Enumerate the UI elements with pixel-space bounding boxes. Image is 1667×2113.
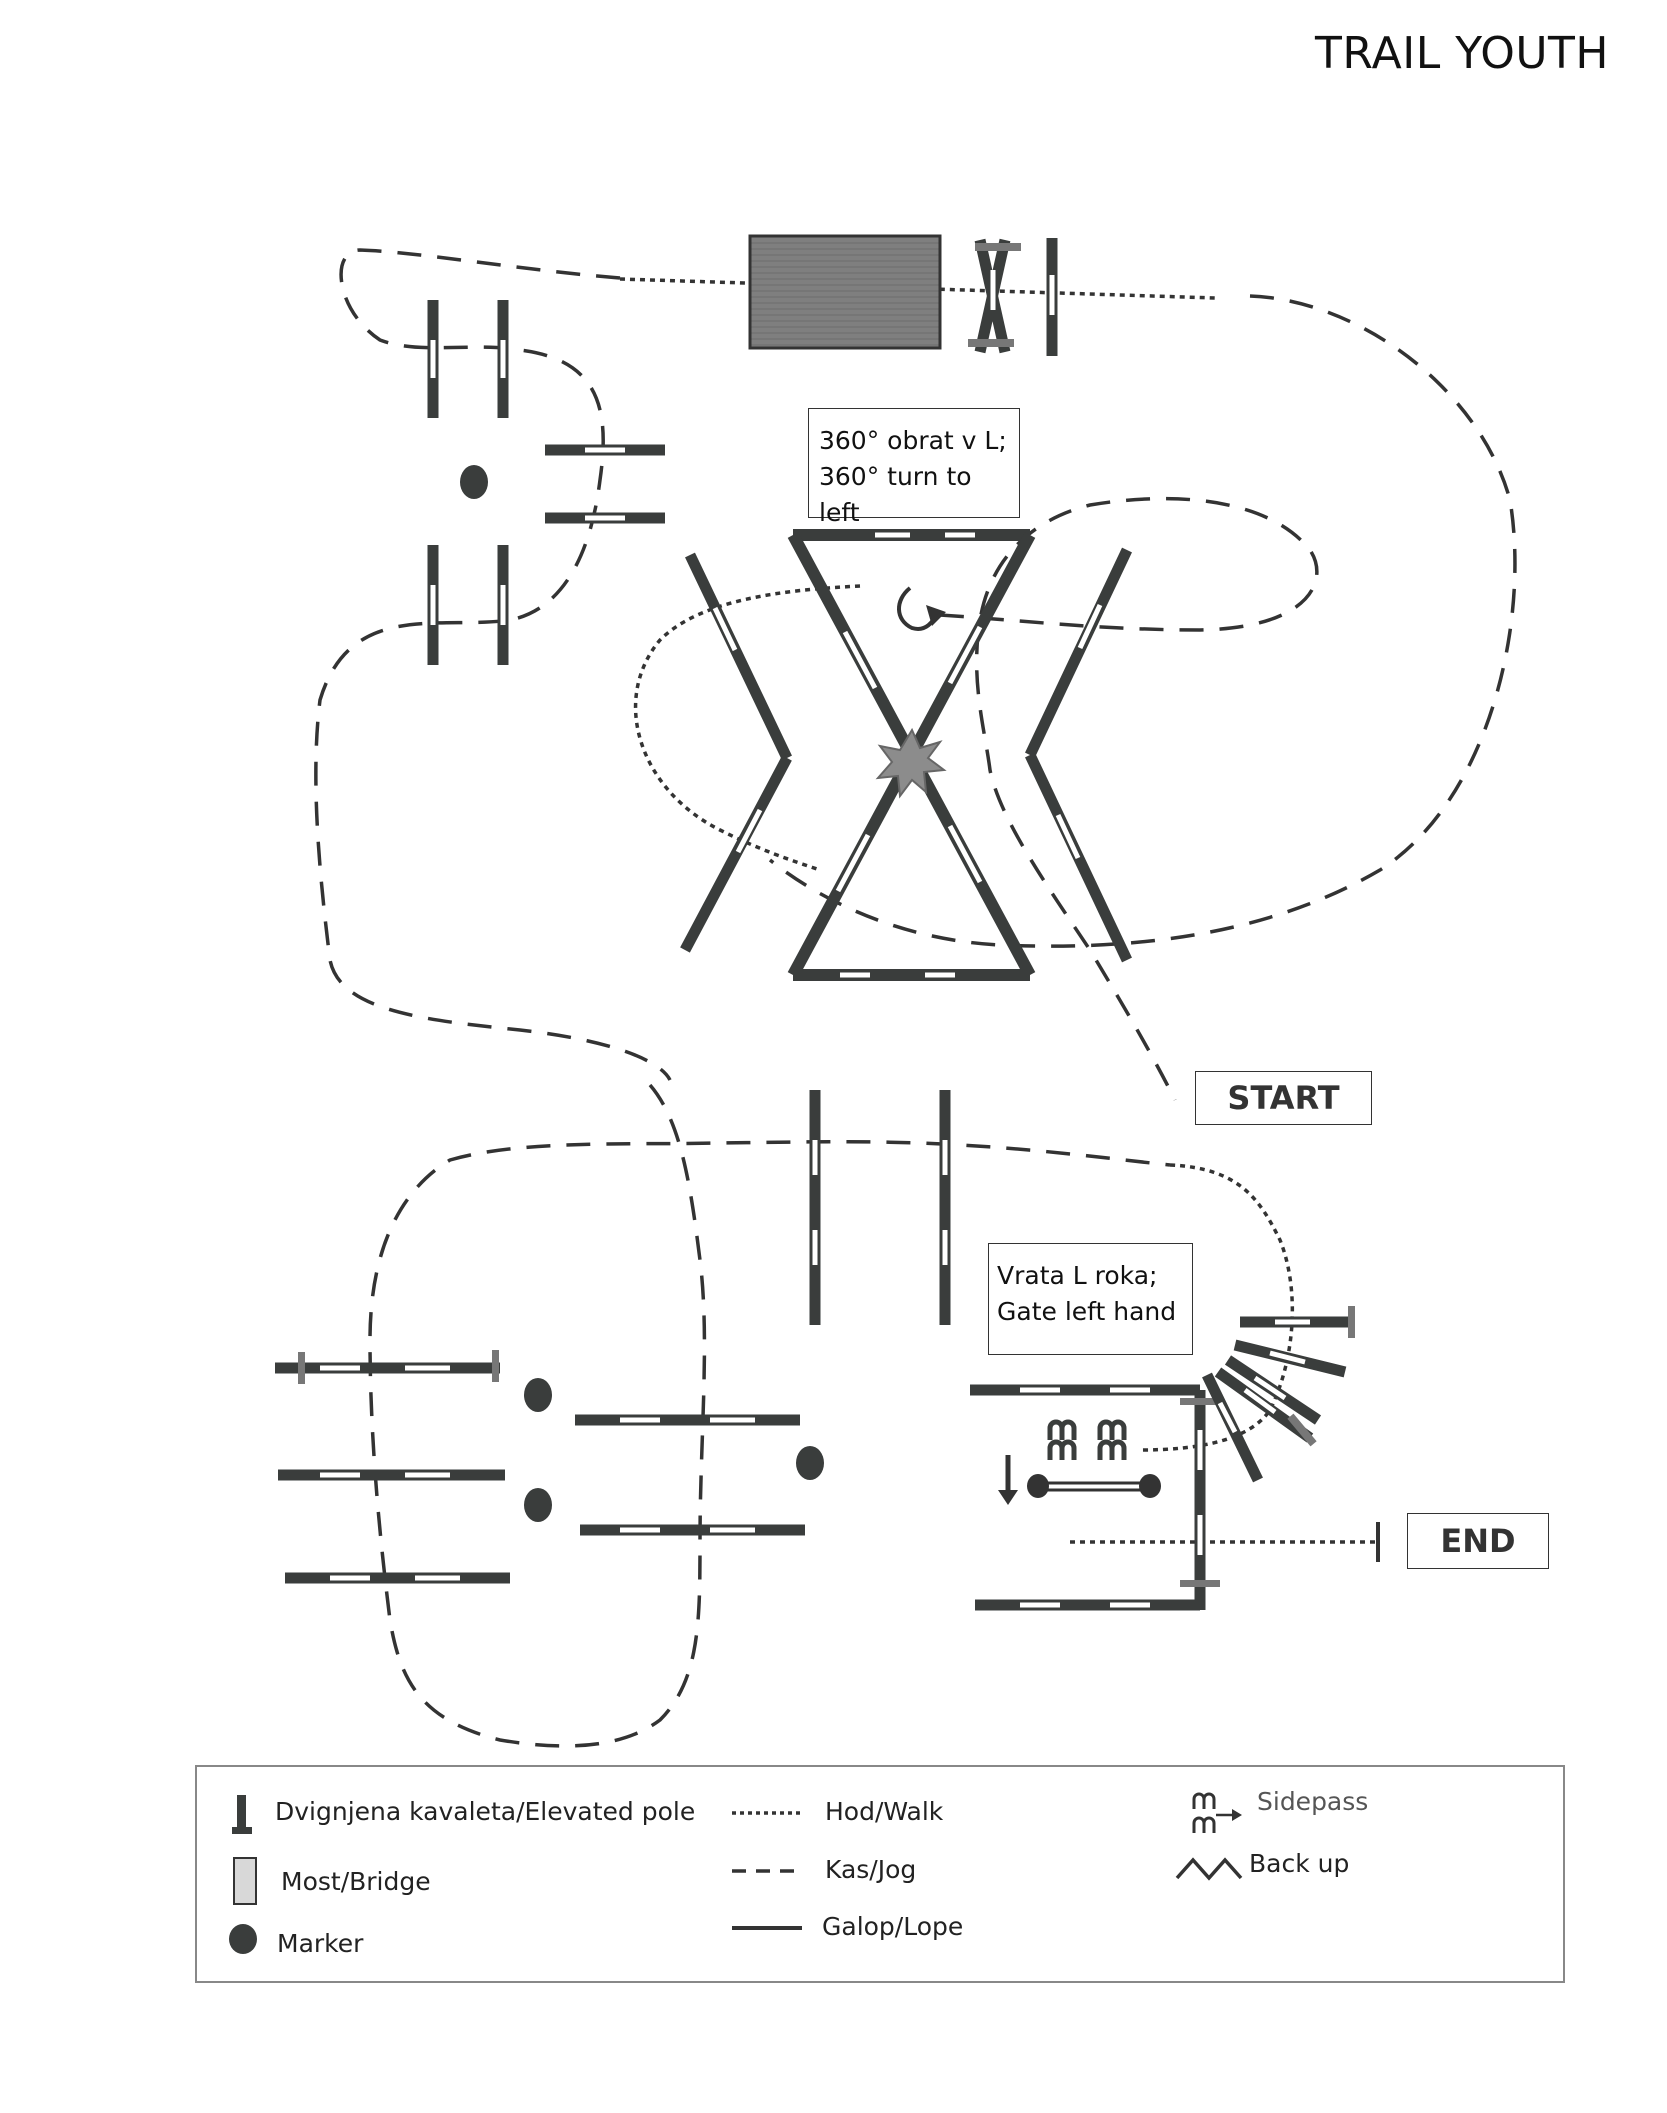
sidepass-symbols (1047, 1419, 1127, 1460)
bridge-icon (233, 1857, 257, 1905)
marker (524, 1488, 552, 1522)
pole (1025, 547, 1132, 758)
pole-stand (1180, 1580, 1220, 1587)
gate-note-line1: Vrata L roka; (997, 1261, 1158, 1290)
end-label: END (1407, 1513, 1549, 1569)
pole-stand (298, 1352, 305, 1384)
turn-note-box: 360° obrat v L; 360° turn to left (808, 408, 1020, 527)
pole (680, 755, 792, 953)
legend: Dvignjena kavaleta/Elevated pole Most/Br… (195, 1765, 1565, 1983)
legend-bridge: Most/Bridge (281, 1867, 431, 1896)
walk-path (1139, 1163, 1295, 1452)
jog-path (368, 1083, 1171, 1748)
sidepass-icon (1192, 1792, 1242, 1833)
pole (842, 630, 878, 690)
pole (1055, 813, 1081, 860)
center-star (875, 727, 947, 799)
jog-path (314, 248, 672, 1081)
jog-line-icon (732, 1869, 802, 1873)
pole (735, 808, 763, 854)
jog-path (939, 496, 1319, 1101)
markers (460, 465, 824, 1522)
pole (1253, 1375, 1287, 1401)
turn-note-line1: 360° obrat v L; (819, 426, 1007, 455)
pole-stand (1287, 1413, 1317, 1447)
turn-arrow-head (926, 605, 946, 626)
bridge (748, 234, 942, 350)
gate-note-box: Vrata L roka; Gate left hand (988, 1243, 1193, 1355)
pole (1217, 1401, 1238, 1434)
pole-stand (1348, 1306, 1355, 1338)
marker (524, 1378, 552, 1412)
legend-walk: Hod/Walk (825, 1797, 944, 1826)
marker (460, 465, 488, 499)
pole-stand (968, 339, 1014, 347)
walk-line-icon (732, 1811, 802, 1815)
pole (1077, 603, 1103, 650)
legend-elevated-pole: Dvignjena kavaleta/Elevated pole (275, 1797, 696, 1826)
pole-stand (975, 243, 1021, 251)
sidepass-icon (1047, 1439, 1077, 1460)
pole (835, 833, 871, 893)
pole (947, 824, 983, 884)
lope-line-icon (732, 1926, 802, 1930)
pole (1269, 1350, 1306, 1365)
turn-note-line2: 360° turn to left (819, 462, 972, 527)
pole (685, 552, 792, 761)
legend-jog: Kas/Jog (825, 1855, 917, 1884)
pole (1243, 1387, 1277, 1415)
barbell (1027, 1474, 1161, 1498)
marker (796, 1446, 824, 1480)
legend-lope: Galop/Lope (822, 1912, 964, 1941)
route-paths (314, 248, 1517, 1748)
gate-note-line2: Gate left hand (997, 1297, 1177, 1326)
pole (712, 606, 738, 652)
legend-sidepass: Sidepass (1257, 1787, 1369, 1816)
pole (947, 625, 983, 685)
start-label: START (1195, 1071, 1372, 1125)
course-title: TRAIL YOUTH (1315, 28, 1610, 79)
sidepass-icon (1097, 1439, 1127, 1460)
walk-path (633, 584, 861, 872)
back-up-arrow-head (998, 1490, 1018, 1505)
legend-marker: Marker (277, 1929, 364, 1958)
pole-stand (1180, 1398, 1220, 1405)
sidepass-icon (1097, 1419, 1127, 1440)
back-up-icon (1175, 1857, 1243, 1881)
legend-back-up: Back up (1249, 1849, 1350, 1878)
jog-path (768, 294, 1517, 948)
marker-icon (229, 1924, 257, 1954)
sidepass-icon (1047, 1419, 1077, 1440)
elevated-pole-icon (232, 1795, 252, 1834)
pole-stand (492, 1350, 499, 1382)
